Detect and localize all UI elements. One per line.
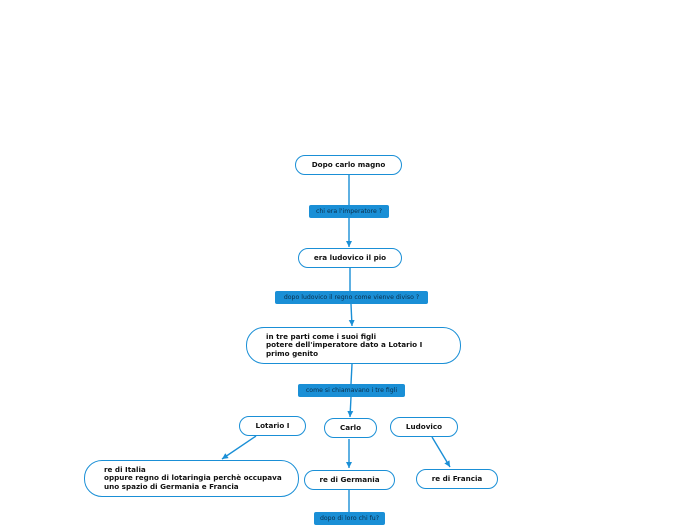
link-dopo-di-loro[interactable]: dopo di loro chi fu? <box>314 512 385 525</box>
node-label: Lotario I <box>255 420 290 430</box>
node-label: in tre parti come i suoi figli potere de… <box>266 331 423 358</box>
link-label: chi era l'imperatore ? <box>315 207 383 215</box>
node-ludovico[interactable]: Ludovico <box>390 417 458 437</box>
link-come-si-chiamavano[interactable]: come si chiamavano i tre figli <box>298 384 405 397</box>
node-re-francia[interactable]: re di Francia <box>416 469 498 489</box>
node-dopo-carlo-magno[interactable]: Dopo carlo magno <box>295 155 402 175</box>
node-label: era ludovico il pio <box>313 252 387 262</box>
node-era-ludovico[interactable]: era ludovico il pio <box>298 248 402 268</box>
node-re-germania[interactable]: re di Germania <box>304 470 395 490</box>
node-lotario[interactable]: Lotario I <box>239 416 306 436</box>
link-label: dopo di loro chi fu? <box>319 514 380 522</box>
node-label: re di Italia oppure regno di lotaringia … <box>104 464 282 491</box>
node-re-italia[interactable]: re di Italia oppure regno di lotaringia … <box>84 460 299 497</box>
link-chi-era[interactable]: chi era l'imperatore ? <box>309 205 389 218</box>
link-label: dopo ludovico il regno come vienve divis… <box>283 293 420 301</box>
node-label: re di Francia <box>431 473 483 483</box>
node-label: Ludovico <box>405 421 443 431</box>
node-carlo[interactable]: Carlo <box>324 418 377 438</box>
node-label: Dopo carlo magno <box>311 159 386 169</box>
node-label: Carlo <box>339 422 362 432</box>
link-label: come si chiamavano i tre figli <box>305 386 398 394</box>
link-dopo-ludovico[interactable]: dopo ludovico il regno come vienve divis… <box>275 291 428 304</box>
node-tre-parti[interactable]: in tre parti come i suoi figli potere de… <box>246 327 461 364</box>
node-label: re di Germania <box>319 474 380 484</box>
